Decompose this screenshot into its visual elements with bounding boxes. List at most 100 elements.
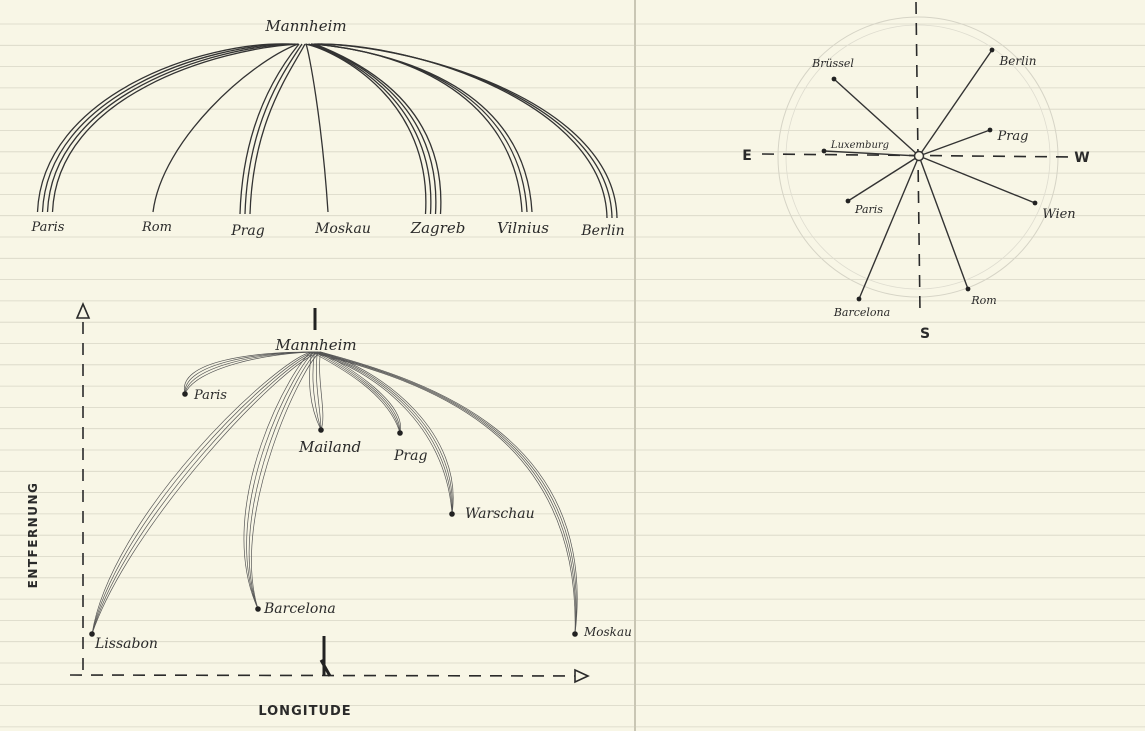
flow-destination-dots	[89, 391, 578, 637]
arc-flow-vilnius	[310, 43, 523, 213]
flow-line-moskau	[320, 351, 578, 635]
compass-spoke-luxemburg	[823, 150, 920, 157]
compass-west-label: W	[1074, 150, 1089, 166]
y-axis-label: ENTFERNUNG	[26, 482, 40, 589]
arc-flow-paris	[51, 43, 299, 213]
compass-spoke-bru-ssel	[833, 78, 920, 157]
flow-line-lissabon	[91, 351, 312, 635]
flow-line-paris	[184, 351, 321, 395]
arc-dest-label-prag: Prag	[230, 223, 264, 239]
compass-center-node	[913, 150, 925, 162]
flow-dot-lissabon	[89, 631, 95, 637]
compass-dot-bru-ssel	[831, 76, 837, 82]
flow-dest-label-moskau: Moskau	[583, 625, 632, 639]
arc-flow-vilnius	[316, 43, 533, 213]
arc-flow-moskau	[305, 43, 329, 213]
flow-dest-label-warschau: Warschau	[465, 506, 535, 522]
arc-flow-berlin	[320, 43, 618, 219]
arc-origin-label: Mannheim	[264, 17, 346, 35]
compass-label-luxemburg: Luxemburg	[830, 140, 889, 151]
ruled-lines	[0, 23, 1145, 728]
flow-dest-label-mailand: Mailand	[298, 438, 361, 456]
compass-label-wien: Wien	[1042, 207, 1075, 222]
arc-dest-label-zagreb: Zagreb	[410, 219, 466, 237]
arc-dest-label-paris: Paris	[31, 220, 65, 235]
flow-origin-label: Mannheim	[274, 336, 356, 354]
flow-line-moskau	[314, 351, 576, 635]
compass-dot-barcelona	[856, 296, 862, 302]
flow-line-barcelona	[251, 351, 321, 610]
flow-line-mailand	[309, 351, 322, 431]
arc-dest-label-berlin: Berlin	[580, 223, 624, 239]
arc-flow-rom	[152, 43, 299, 213]
compass-dot-luxemburg	[821, 148, 827, 154]
arc-dest-label-vilnius: Vilnius	[497, 219, 549, 237]
arc-flow-zagreb	[305, 43, 427, 215]
flow-line-warschau	[311, 351, 453, 515]
x-axis-arrow	[574, 668, 590, 684]
flow-line-warschau	[317, 351, 453, 515]
arc-flow-zagreb	[308, 43, 432, 215]
flow-dot-moskau	[572, 631, 578, 637]
compass-label-berlin: Berlin	[998, 54, 1036, 68]
flow-dest-label-barcelona: Barcelona	[263, 601, 336, 617]
arc-flow-prag	[244, 43, 303, 215]
flow-dest-label-paris: Paris	[193, 388, 227, 403]
arc-flow-prag	[249, 43, 306, 215]
arc-flow-zagreb	[314, 43, 442, 215]
flow-line-prag	[317, 351, 401, 434]
arc-flow-paris	[36, 43, 290, 213]
flow-line-barcelona	[246, 351, 315, 610]
flow-line-warschau	[320, 351, 454, 515]
compass-dot-rom	[965, 286, 971, 292]
compass-spoke-berlin	[918, 49, 993, 157]
compass-label-brussel: Brüssel	[811, 57, 854, 70]
flow-dot-warschau	[449, 511, 455, 517]
flow-line-prag	[311, 351, 401, 434]
arc-dest-label-rom: Rom	[141, 220, 172, 235]
y-axis-arrow	[75, 301, 91, 319]
compass-spoke-rom	[918, 155, 969, 290]
compass-south-label: S	[920, 326, 930, 342]
compass-diagram: E W S Brüssel Berlin Luxemburg Prag Pari…	[742, 1, 1090, 342]
flow-line-moskau	[317, 351, 577, 635]
compass-spoke-paris	[847, 155, 920, 202]
compass-label-rom: Rom	[970, 294, 996, 307]
compass-spoke-prag	[918, 129, 991, 157]
flow-line-moskau	[311, 351, 576, 635]
flow-lines	[91, 351, 578, 635]
flow-line-lissabon	[91, 351, 318, 635]
arc-dest-label-moskau: Moskau	[314, 221, 371, 237]
flow-line-warschau	[314, 351, 453, 515]
origin-tick-bottom	[319, 636, 332, 677]
arc-flow-zagreb	[311, 43, 437, 215]
arc-flow-paris	[46, 43, 296, 213]
flow-line-mailand	[312, 351, 322, 431]
arc-flow-paris	[41, 43, 293, 213]
flow-line-mailand	[319, 351, 324, 431]
arc-flow-prag	[239, 43, 300, 215]
compass-spoke-wien	[918, 155, 1036, 204]
compass-dot-prag	[987, 127, 993, 133]
flow-line-barcelona	[248, 351, 318, 610]
arc-flows	[36, 43, 618, 219]
compass-dot-berlin	[989, 47, 995, 53]
flow-dot-barcelona	[255, 606, 261, 612]
compass-east-label: E	[742, 148, 752, 164]
flow-line-lissabon	[91, 351, 321, 635]
compass-spokes	[821, 47, 1038, 302]
flow-map: ENTFERNUNG LONGITUDE Mannheim Paris Mail…	[26, 301, 632, 719]
flow-dot-prag	[397, 430, 403, 436]
flow-dot-mailand	[318, 427, 324, 433]
flow-line-mailand	[315, 351, 322, 431]
compass-label-paris: Paris	[854, 203, 883, 216]
arc-diagram: Mannheim Paris Rom Prag Moskau Zagreb Vi…	[31, 17, 625, 239]
compass-dot-wien	[1032, 200, 1038, 206]
flow-dest-label-prag: Prag	[393, 448, 427, 464]
flow-line-barcelona	[243, 351, 312, 610]
compass-ring-inner	[785, 24, 1051, 290]
x-axis-label: LONGITUDE	[258, 704, 351, 719]
flow-line-prag	[314, 351, 401, 434]
flow-dest-label-lissabon: Lissabon	[94, 636, 158, 652]
